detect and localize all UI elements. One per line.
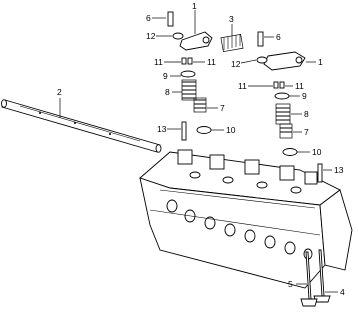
spring-retainer-right: [274, 92, 290, 100]
callout-2: 2: [57, 87, 62, 97]
spring-retainer-left: [180, 70, 196, 78]
callout-11-c: 11: [238, 81, 247, 91]
callout-10-left: 10: [226, 125, 236, 135]
callout-7-right: 7: [304, 127, 309, 137]
valve-spring-outer-right: [275, 103, 291, 125]
spring-seat-left: [196, 126, 212, 134]
callout-6-left: 6: [146, 13, 151, 23]
callout-12-left: 12: [146, 31, 156, 41]
exhaust-valve: [300, 251, 318, 307]
callout-labels: 1 1 2 3 4 5 6 6 7 7 8 8 9 9 10 10 11 11 …: [57, 1, 345, 297]
cylinder-head: [139, 149, 353, 289]
callout-1-left: 1: [192, 1, 197, 11]
valve-spring-outer-left: [181, 79, 197, 101]
valve-spring-inner-left: [193, 97, 207, 113]
lock-nut-left: [172, 32, 184, 40]
rocker-arm-right: [263, 51, 306, 71]
callout-3: 3: [229, 14, 234, 24]
callout-11-a: 11: [154, 57, 163, 67]
callout-7-left: 7: [220, 103, 225, 113]
callout-1-right: 1: [318, 57, 323, 67]
callout-11-d: 11: [295, 81, 304, 91]
left-valve-train: [167, 11, 213, 141]
callout-5: 5: [288, 279, 293, 289]
rocker-arm-left: [179, 31, 213, 51]
callout-10-right: 10: [312, 147, 322, 157]
callout-9-right: 9: [302, 91, 307, 101]
stud-left: [181, 121, 187, 141]
lock-nut-right: [256, 56, 268, 64]
callout-8-left: 8: [165, 87, 170, 97]
callout-13-right: 13: [334, 165, 344, 175]
callout-9-left: 9: [163, 71, 168, 81]
valve-spring-inner-right: [279, 123, 293, 139]
rocker-shaft-spring: [220, 33, 244, 53]
callout-12-right: 12: [231, 59, 241, 69]
rocker-pedestals: [177, 149, 318, 185]
leader-lines: [59, 10, 338, 293]
callout-6-right: 6: [276, 32, 281, 42]
rocker-shaft: [1, 99, 162, 153]
right-valve-train: [256, 31, 323, 183]
adjusting-screw-right: [257, 31, 264, 47]
adjusting-screw-left: [167, 11, 174, 27]
stud-right: [317, 163, 323, 183]
callout-11-b: 11: [207, 57, 216, 67]
intake-valve: [313, 249, 331, 303]
valve-guides: [189, 171, 302, 194]
spring-seat-right: [282, 148, 298, 156]
callout-8-right: 8: [304, 109, 309, 119]
callout-4: 4: [340, 287, 345, 297]
callout-13-left: 13: [157, 124, 167, 134]
